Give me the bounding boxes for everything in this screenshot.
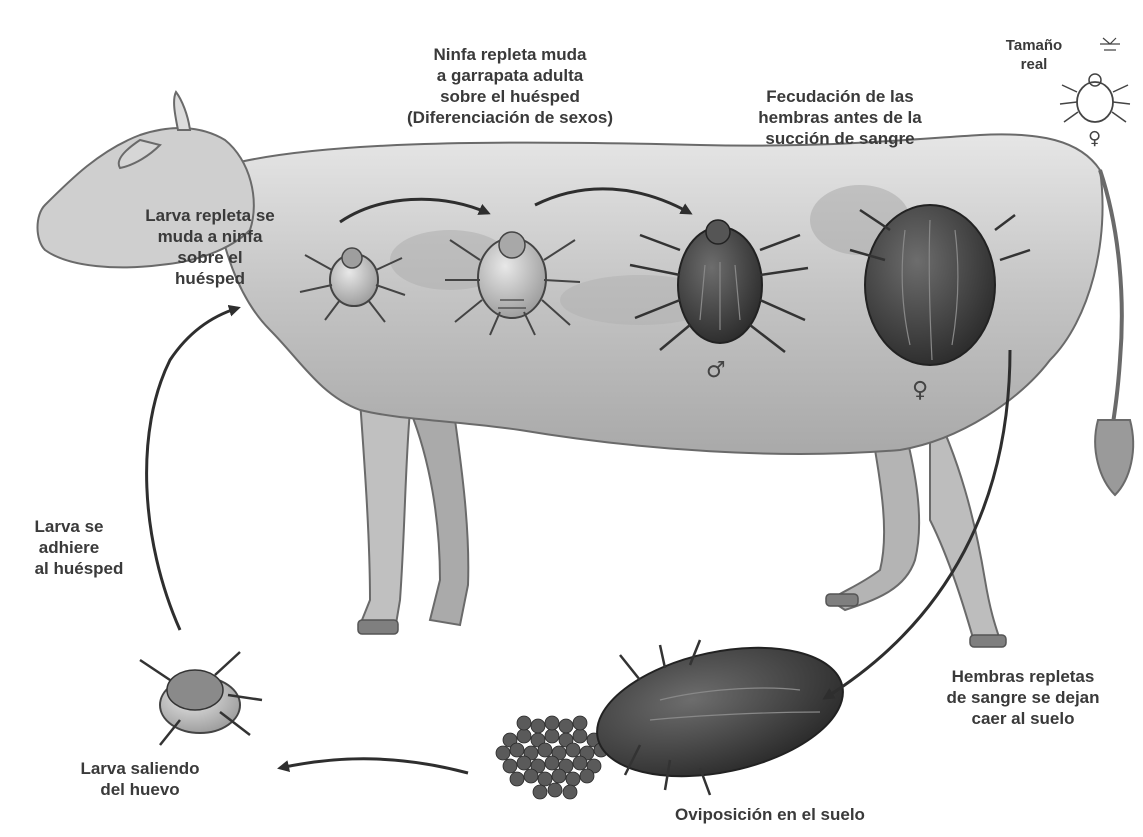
- label-line: del huevo: [40, 779, 240, 800]
- label-line: caer al suelo: [910, 708, 1136, 729]
- cow-illustration: [38, 92, 1134, 647]
- label-line: Larva saliendo: [40, 758, 240, 779]
- male-symbol: ♂: [706, 360, 726, 382]
- label-line: Ninfa repleta muda: [360, 44, 660, 65]
- label-larva-molts: Larva repleta se muda a ninfa sobre el h…: [100, 205, 320, 289]
- cow-hoof: [358, 620, 398, 634]
- label-fertilization: Fecudación de las hembras antes de la su…: [710, 86, 970, 149]
- label-line: Fecudación de las: [710, 86, 970, 107]
- cow-tail-tuft: [1095, 420, 1133, 495]
- label-line: de sangre se dejan: [910, 687, 1136, 708]
- label-actual-size: Tamaño real: [984, 36, 1084, 74]
- label-line: muda a ninfa: [100, 226, 320, 247]
- cow-horn: [174, 92, 190, 130]
- female-symbol-size-reference: ♀: [1088, 128, 1101, 150]
- egg-cluster: [496, 716, 608, 799]
- label-line: Oviposición en el suelo: [620, 804, 920, 825]
- label-line: hembras antes de la: [710, 107, 970, 128]
- female-symbol: ♀: [912, 380, 928, 402]
- cow-hoof: [826, 594, 858, 606]
- label-line: adhiere: [14, 537, 124, 558]
- label-females-drop: Hembras repletas de sangre se dejan caer…: [910, 666, 1136, 729]
- label-line: al huésped: [14, 558, 144, 579]
- arrow-eggs-to-larva: [280, 759, 468, 773]
- hatching-larva: [140, 652, 262, 745]
- arrow-larva-attaches: [147, 308, 238, 630]
- label-line: huésped: [100, 268, 320, 289]
- label-line: sobre el: [100, 247, 320, 268]
- label-oviposition: Oviposición en el suelo: [620, 804, 920, 825]
- label-line: Tamaño: [984, 36, 1084, 55]
- label-nymph-molts: Ninfa repleta muda a garrapata adulta so…: [360, 44, 660, 128]
- label-line: real: [984, 55, 1084, 74]
- label-line: (Diferenciación de sexos): [360, 107, 660, 128]
- laying-female-tick: [585, 627, 854, 796]
- cow-hoof: [970, 635, 1006, 647]
- cow-front-leg-far: [410, 410, 468, 625]
- label-line: Larva repleta se: [100, 205, 320, 226]
- label-line: succión de sangre: [710, 128, 970, 149]
- label-larva-attaches: Larva se adhiere al huésped: [14, 516, 164, 579]
- cow-front-leg: [360, 400, 410, 630]
- label-line: a garrapata adulta: [360, 65, 660, 86]
- label-line: Hembras repletas: [910, 666, 1136, 687]
- label-line: Larva se: [14, 516, 124, 537]
- label-line: sobre el huésped: [360, 86, 660, 107]
- label-larva-hatching: Larva saliendo del huevo: [40, 758, 240, 800]
